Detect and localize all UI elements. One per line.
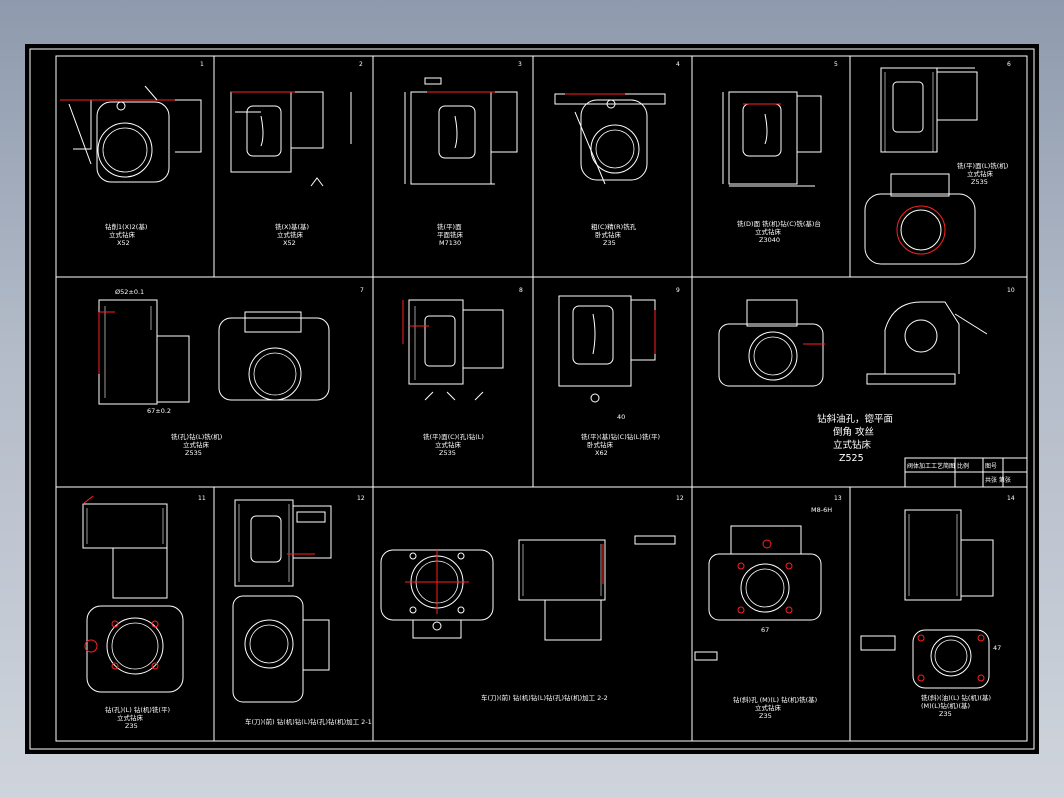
- cell-number-3: 3: [518, 61, 522, 68]
- cell-2-line-2: 立式铣床: [277, 230, 304, 239]
- outer-border: [29, 48, 1035, 750]
- cell-4-line-3: Z35: [603, 239, 616, 247]
- sketch-cell-9: 40 铣(平)(基)钻(C)钻(L)铣(平) 卧式钻床 X62: [558, 295, 660, 457]
- cell-numbers: 1 2 3 4 5 6 7 8 9 10 11 12 12 13 14: [198, 61, 1015, 502]
- cell-3-line-2: 平面铣床: [437, 230, 464, 239]
- cell-8-line-3: Z535: [439, 449, 456, 457]
- cell-6-line-2: 立式钻床: [967, 169, 994, 178]
- cell-4-line-1: 粗(C)精(R)铣孔: [591, 222, 637, 231]
- cell-number-13: 13: [834, 495, 842, 502]
- dim-d52: Ø52±0.1: [115, 288, 144, 296]
- sketch-cell-13: M8-6H 67 钻(斜)孔 (M)(L) 钻(机)铣(基) 立式钻床 Z35: [694, 506, 832, 720]
- cell-9-line-2: 卧式钻床: [587, 440, 614, 449]
- sketch-cell-14: 47 铣(斜)(油)(L) 钻(机)(基) (M)(L)钻(机)(基) Z35: [860, 509, 1001, 718]
- sketch-cell-6: 铣(平)面(L)铣(机) 立式钻床 Z535: [864, 67, 1008, 265]
- cell-number-12b: 12: [676, 495, 684, 502]
- title-block: 阀体加工工艺简图 比例 图号 共张 第张: [904, 457, 1028, 488]
- sketch-cell-4: 粗(C)精(R)铣孔 卧式钻床 Z35: [554, 93, 666, 247]
- sketch-cell-5: 铣(D)面 铣(机)钻(C)铣(基)台 立式钻床 Z3040: [722, 91, 822, 244]
- sketch-cell-1: 钻削1(X)2(基) 立式钻床 X52: [60, 85, 202, 247]
- cell-number-2: 2: [359, 61, 363, 68]
- sketch-cell-8: 铣(平)面(C)(孔)钻(L) 立式钻床 Z535: [402, 299, 504, 457]
- sketch-cell-2: 铣(X)基(基) 立式铣床 X52: [230, 91, 352, 247]
- title-block-scale: 比例: [957, 462, 969, 470]
- cell-10-line-1: 钻斜油孔，锪平面: [817, 413, 893, 425]
- cell-3-line-3: M7130: [439, 239, 461, 247]
- cell-number-8: 8: [519, 287, 523, 294]
- cell-11-line-2: 立式钻床: [117, 713, 144, 722]
- cell-8-line-2: 立式钻床: [435, 440, 462, 449]
- cell-10-line-3: 立式钻床: [833, 439, 872, 451]
- sketch-cell-12b: 车(刀)(前) 钻(机)钻(L)钻(孔)钻(机)加工 2-2: [380, 535, 676, 702]
- cell-5-line-1: 铣(D)面 铣(机)钻(C)铣(基)台: [737, 219, 821, 228]
- cell-4-line-2: 卧式钻床: [595, 230, 622, 239]
- cell-1-line-2: 立式钻床: [109, 230, 136, 239]
- cell-13-line-3: Z35: [759, 712, 772, 720]
- cell-9-line-3: X62: [595, 449, 608, 457]
- cell-2-line-3: X52: [283, 239, 296, 247]
- title-block-name: 阀体加工工艺简图: [907, 462, 955, 470]
- cell-14-line-1: 铣(斜)(油)(L) 钻(机)(基): [921, 693, 991, 702]
- cell-number-14: 14: [1007, 495, 1015, 502]
- cell-7-line-3: Z535: [185, 449, 202, 457]
- title-block-drawing-no: 图号: [985, 463, 997, 470]
- cell-number-10: 10: [1007, 287, 1015, 294]
- cell-number-7: 7: [360, 287, 364, 294]
- cell-5-line-2: 立式钻床: [755, 227, 782, 236]
- cell-10-line-2: 倒角 攻丝: [833, 426, 874, 438]
- cell-8-line-1: 铣(平)面(C)(孔)钻(L): [423, 432, 484, 441]
- cell-6-line-3: Z535: [971, 178, 988, 186]
- cell-13-line-1: 钻(斜)孔 (M)(L) 钻(机)铣(基): [733, 695, 817, 704]
- cell-1-line-3: X52: [117, 239, 130, 247]
- cell-number-6: 6: [1007, 61, 1011, 68]
- sketch-cell-10: 钻斜油孔，锪平面 倒角 攻丝 立式钻床 Z525: [718, 299, 988, 464]
- cad-drawing: 1 2 3 4 5 6 7 8 9 10 11 12 12 13 14 钻削1(…: [29, 48, 1035, 750]
- title-block-sheet: 共张 第张: [985, 476, 1011, 484]
- inner-border: [55, 55, 1028, 742]
- cell-5-line-3: Z3040: [759, 236, 780, 244]
- sketch-cell-3: 铣(平)面 平面铣床 M7130: [404, 77, 518, 247]
- grid-lines: [56, 56, 1027, 741]
- cell-number-4: 4: [676, 61, 680, 68]
- cell-9-line-1: 铣(平)(基)钻(C)钻(L)铣(平): [581, 432, 660, 441]
- cell-number-5: 5: [834, 61, 838, 68]
- cell-13-line-2: 立式钻床: [755, 703, 782, 712]
- cell-number-12a: 12: [357, 495, 365, 502]
- dim-m8: M8-6H: [811, 506, 832, 514]
- cell-11-line-1: 钻(孔)(L) 钻(机)铣(平): [105, 705, 170, 714]
- dim-r67: 67: [761, 626, 769, 634]
- cell-14-line-2: (M)(L)钻(机)(基): [921, 701, 970, 710]
- cell-number-1: 1: [200, 61, 204, 68]
- drawing-canvas: 1 2 3 4 5 6 7 8 9 10 11 12 12 13 14 钻削1(…: [25, 44, 1039, 754]
- cell-number-9: 9: [676, 287, 680, 294]
- cell-number-11: 11: [198, 495, 206, 502]
- dim-d67: 67±0.2: [147, 407, 171, 415]
- cell-2-line-1: 铣(X)基(基): [275, 222, 309, 231]
- dim-r47: 47: [993, 644, 1001, 652]
- sketch-cell-11: 钻(孔)(L) 钻(机)铣(平) 立式钻床 Z35: [82, 495, 184, 730]
- cell-1-line-1: 钻削1(X)2(基): [105, 222, 147, 231]
- sketch-cell-7: Ø52±0.1 67±0.2 铣(孔)钻(L)铣(机) 立式钻床 Z535: [98, 288, 330, 457]
- cell-14-line-3: Z35: [939, 710, 952, 718]
- cell-7-line-2: 立式钻床: [183, 440, 210, 449]
- sketch-cell-12a: 车(刀)(前) 钻(机)钻(L)钻(孔)钻(机)加工 2-1: [232, 499, 372, 726]
- dim-d40: 40: [617, 413, 625, 421]
- cell-7-line-1: 铣(孔)钻(L)铣(机): [171, 432, 222, 441]
- cell-12b-line-1: 车(刀)(前) 钻(机)钻(L)钻(孔)钻(机)加工 2-2: [481, 693, 608, 702]
- cell-3-line-1: 铣(平)面: [437, 222, 462, 231]
- cell-6-line-1: 铣(平)面(L)铣(机): [957, 161, 1008, 170]
- cell-10-line-4: Z525: [839, 453, 864, 464]
- cell-12a-line-1: 车(刀)(前) 钻(机)钻(L)钻(孔)钻(机)加工 2-1: [245, 717, 372, 726]
- cell-11-line-3: Z35: [125, 722, 138, 730]
